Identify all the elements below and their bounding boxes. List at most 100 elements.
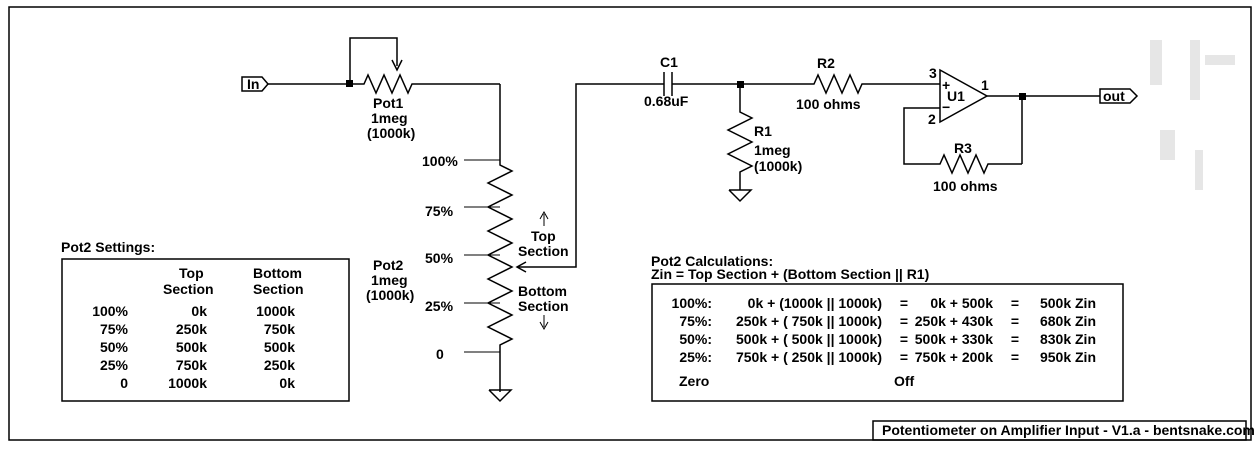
settings-header-bottom-2: Section <box>253 281 304 297</box>
r1-ohms: (1000k) <box>754 158 802 174</box>
settings-row-top: 0k <box>191 303 207 319</box>
calc-row-cell: 250k + ( 750k || 1000k) <box>736 313 882 329</box>
u1-pin2: 2 <box>928 111 936 127</box>
calc-row-cell: 500k Zin <box>1040 295 1096 311</box>
input-port[interactable]: In <box>241 76 269 92</box>
u1-pin3: 3 <box>929 65 937 81</box>
background-watermark <box>1150 40 1235 190</box>
settings-table: Pot2 Settings: Top Section Bottom Sectio… <box>61 239 350 402</box>
settings-row-percent: 0 <box>120 375 128 391</box>
r3-value: 100 ohms <box>933 178 998 194</box>
pot2-top-label-1: Top <box>531 228 556 244</box>
calc-row-cell: = <box>1011 349 1019 365</box>
junction-out <box>1019 93 1026 100</box>
pot2-ohms: (1000k) <box>366 287 414 303</box>
c1: C1 0.68uF <box>644 54 689 109</box>
wire-wiper-c1 <box>517 83 664 268</box>
calc-row-cell: 0k + (1000k || 1000k) <box>748 295 882 311</box>
footer: Potentiometer on Amplifier Input - V1.a … <box>872 420 1255 441</box>
calc-row-cell: 950k Zin <box>1040 349 1096 365</box>
settings-header-top-2: Section <box>163 281 214 297</box>
settings-row-bottom: 0k <box>279 375 295 391</box>
calc-row-cell: 500k + ( 500k || 1000k) <box>736 331 882 347</box>
pot2-tick-25: 25% <box>425 298 454 314</box>
calculations-title: Pot2 Calculations: <box>651 253 773 269</box>
settings-row-bottom: 1000k <box>256 303 295 319</box>
input-port-label: In <box>247 76 259 92</box>
arrow-down-icon <box>539 315 549 331</box>
drawing-border <box>8 6 1252 441</box>
calc-row-cell: = <box>1011 313 1019 329</box>
calc-row-cell: = <box>1011 295 1019 311</box>
r2-value: 100 ohms <box>796 96 861 112</box>
pot2-name: Pot2 <box>373 257 404 273</box>
pot2-tick-100: 100% <box>422 153 458 169</box>
pot2-tick-50: 50% <box>425 250 454 266</box>
calc-row-cell: 75%: <box>679 313 712 329</box>
r2-name: R2 <box>817 55 835 71</box>
settings-row-top: 1000k <box>168 375 207 391</box>
u1-opamp: + − U1 3 2 1 <box>928 65 989 127</box>
pot2-top-label-2: Section <box>518 243 569 259</box>
r1-name: R1 <box>754 123 772 139</box>
settings-row-percent: 75% <box>100 321 129 337</box>
r3-name: R3 <box>954 140 972 156</box>
wire-feedback-in <box>903 107 940 165</box>
settings-row-top: 750k <box>176 357 207 373</box>
c1-name: C1 <box>660 54 678 70</box>
r3: R3 100 ohms <box>933 140 1022 194</box>
calculations-table: Pot2 Calculations: Zin = Top Section + (… <box>651 253 1124 402</box>
calc-row-cell: 680k Zin <box>1040 313 1096 329</box>
settings-row-top: 250k <box>176 321 207 337</box>
settings-header-bottom-1: Bottom <box>253 265 302 281</box>
settings-row-top: 500k <box>176 339 207 355</box>
u1-pin1: 1 <box>981 77 989 93</box>
settings-row-percent: 100% <box>92 303 128 319</box>
calc-zero-value: Off <box>894 373 915 389</box>
calc-row-cell: 250k + 430k <box>915 313 993 329</box>
calc-row-cell: 25%: <box>679 349 712 365</box>
settings-header-top-1: Top <box>179 265 204 281</box>
r1-value: 1meg <box>754 142 791 158</box>
pot1: Pot1 1meg (1000k) <box>346 37 500 141</box>
calc-row-cell: = <box>1011 331 1019 347</box>
calc-row-cell: 750k + ( 250k || 1000k) <box>736 349 882 365</box>
u1-name: U1 <box>947 88 965 104</box>
settings-row-bottom: 750k <box>264 321 295 337</box>
calc-row-cell: = <box>900 295 908 311</box>
settings-title: Pot2 Settings: <box>61 239 155 255</box>
pot1-name: Pot1 <box>373 95 404 111</box>
r1: R1 1meg (1000k) <box>726 84 802 203</box>
pot1-ohms: (1000k) <box>367 125 415 141</box>
u1-minus: − <box>942 99 950 115</box>
calc-row-cell: = <box>900 331 908 347</box>
settings-row-bottom: 500k <box>264 339 295 355</box>
calc-row-cell: 500k + 330k <box>915 331 993 347</box>
calc-row-cell: 100%: <box>672 295 712 311</box>
c1-value: 0.68uF <box>644 93 689 109</box>
calc-row-cell: 0k + 500k <box>930 295 993 311</box>
pot2-bottom-label-1: Bottom <box>518 283 567 299</box>
calc-row-cell: = <box>900 349 908 365</box>
r2: R2 100 ohms <box>796 55 940 112</box>
output-port[interactable]: out <box>1099 88 1139 104</box>
calc-row-cell: 50%: <box>679 331 712 347</box>
pot2-tick-75: 75% <box>425 203 454 219</box>
pot2-bottom-label-2: Section <box>518 298 569 314</box>
calculations-formula: Zin = Top Section + (Bottom Section || R… <box>651 266 929 282</box>
calc-row-cell: = <box>900 313 908 329</box>
settings-row-percent: 50% <box>100 339 129 355</box>
footer-text: Potentiometer on Amplifier Input - V1.a … <box>882 422 1255 438</box>
pot2: 100% 75% 50% 25% 0 Pot2 1meg (1000k) Top… <box>366 153 569 403</box>
arrow-up-icon <box>539 210 549 226</box>
pot2-tick-0: 0 <box>436 346 444 362</box>
u1-plus: + <box>942 77 950 93</box>
calc-row-cell: 750k + 200k <box>915 349 993 365</box>
pot2-value: 1meg <box>371 272 408 288</box>
calc-row-cell: 830k Zin <box>1040 331 1096 347</box>
pot1-value: 1meg <box>371 110 408 126</box>
calc-zero-label: Zero <box>679 373 709 389</box>
output-port-label: out <box>1103 88 1125 104</box>
settings-row-bottom: 250k <box>264 357 295 373</box>
